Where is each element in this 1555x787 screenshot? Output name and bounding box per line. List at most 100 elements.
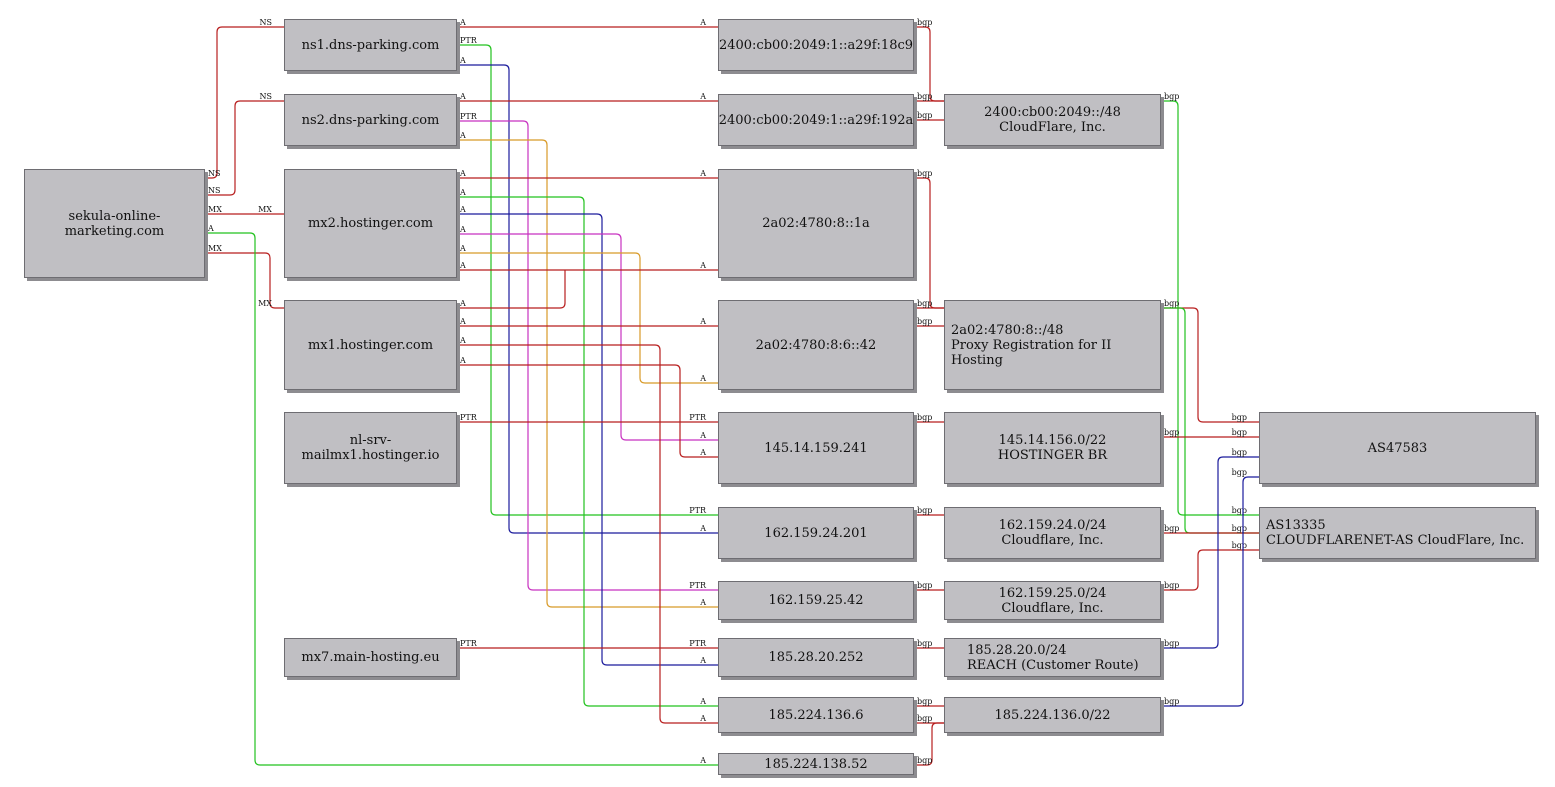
node-label-line: 2400:cb00:2049::/48 <box>984 105 1121 120</box>
edge-label-bgp: bgp <box>1164 428 1179 437</box>
node-label-line: 162.159.24.201 <box>764 525 868 541</box>
edge-line <box>457 233 718 441</box>
edge-label-bgp: bgp <box>1232 428 1247 437</box>
edge-label-ptr: PTR <box>689 639 707 648</box>
edge-label-ptr: PTR <box>460 36 478 45</box>
edge-label-bgp: bgp <box>1232 506 1247 515</box>
node-pfx185b[interactable]: 185.224.136.0/22 <box>944 697 1161 733</box>
edge-label-bgp: bgp <box>917 111 932 120</box>
node-mx1[interactable]: mx1.hostinger.com <box>284 300 457 390</box>
node-mx2[interactable]: mx2.hostinger.com <box>284 169 457 278</box>
edge-label-mx: MX <box>258 299 272 308</box>
edge-label-a: A <box>699 317 706 326</box>
edge-label-ptr: PTR <box>460 639 478 648</box>
edge-label-bgp: bgp <box>1164 697 1179 706</box>
node-ip6c[interactable]: 2a02:4780:8::1a <box>718 169 914 278</box>
edge-label-bgp: bgp <box>917 506 932 515</box>
edge-line <box>457 44 718 516</box>
edge-label-a: A <box>459 205 466 214</box>
edge-line <box>1161 476 1259 707</box>
node-label-line: sekula-online-marketing.com <box>64 208 165 239</box>
node-ip6a[interactable]: 2400:cb00:2049:1::a29f:18c9 <box>718 19 914 71</box>
node-mx7[interactable]: mx7.main-hosting.eu <box>284 638 457 677</box>
edge-label-mx: MX <box>258 205 272 214</box>
node-label-line: 2400:cb00:2049:1::a29f:18c9 <box>718 37 914 53</box>
node-label-line: mx7.main-hosting.eu <box>301 650 440 665</box>
node-label-line: mx2.hostinger.com <box>307 216 434 231</box>
node-ip185a[interactable]: 185.28.20.252 <box>718 638 914 677</box>
edge-line <box>457 64 718 534</box>
edge-label-bgp: bgp <box>1164 524 1179 533</box>
edge-label-a: A <box>699 656 706 665</box>
node-label-line: 185.28.20.252 <box>768 650 864 665</box>
edge-label-a: A <box>459 169 466 178</box>
edge-line <box>1161 549 1259 591</box>
node-label-line: ns2.dns-parking.com <box>301 112 440 128</box>
edge-label-a: A <box>699 524 706 533</box>
node-domain[interactable]: sekula-online-marketing.com <box>24 169 205 278</box>
edge-line <box>205 232 718 766</box>
edge-label-a: A <box>699 431 706 440</box>
node-label-line: Cloudflare, Inc. <box>1001 600 1104 616</box>
edge-label-ptr: PTR <box>689 506 707 515</box>
node-label-line: 2400:cb00:2049:1::a29f:192a <box>718 112 914 128</box>
edge-label-a: A <box>699 92 706 101</box>
edge-label-ns: NS <box>260 92 272 101</box>
edge-line <box>914 177 944 309</box>
edge-line <box>1161 456 1259 649</box>
edge-label-a: A <box>699 169 706 178</box>
edge-line <box>457 120 718 591</box>
node-nlsrv[interactable]: nl-srv-mailmx1.hostinger.io <box>284 412 457 484</box>
edge-label-ns: NS <box>260 18 272 27</box>
node-ns1[interactable]: ns1.dns-parking.com <box>284 19 457 71</box>
edge-label-ns: NS <box>208 186 220 195</box>
node-label-line: mx1.hostinger.com <box>307 337 434 353</box>
edge-label-bgp: bgp <box>917 169 932 178</box>
edge-label-ptr: PTR <box>460 413 478 422</box>
edge-label-bgp: bgp <box>917 714 932 723</box>
edge-label-a: A <box>699 18 706 27</box>
edge-label-ptr: PTR <box>689 581 707 590</box>
edge-label-a: A <box>459 299 466 308</box>
edge-label-a: A <box>699 756 706 765</box>
edge-label-bgp: bgp <box>917 317 932 326</box>
node-label-line: 145.14.159.241 <box>764 440 868 456</box>
edge-line <box>205 252 284 309</box>
node-ip6d[interactable]: 2a02:4780:8:6::42 <box>718 300 914 390</box>
node-label-line: 162.159.25.0/24 <box>998 585 1107 601</box>
edge-label-a: A <box>459 225 466 234</box>
node-label-line: 145.14.156.0/22 <box>998 433 1107 448</box>
node-ip145[interactable]: 145.14.159.241 <box>718 412 914 484</box>
edge-label-bgp: bgp <box>1164 299 1179 308</box>
node-ip185b[interactable]: 185.224.136.6 <box>718 697 914 733</box>
node-ip162b[interactable]: 162.159.25.42 <box>718 581 914 620</box>
edge-label-a: A <box>459 356 466 365</box>
node-ns2[interactable]: ns2.dns-parking.com <box>284 94 457 146</box>
node-ip185c[interactable]: 185.224.138.52 <box>718 753 914 775</box>
edge-label-bgp: bgp <box>1232 541 1247 550</box>
edge-label-a: A <box>699 261 706 270</box>
edge-line <box>205 26 284 179</box>
edge-label-a: A <box>699 448 706 457</box>
edge-label-mx: MX <box>208 244 222 253</box>
node-label-line: 185.224.136.6 <box>768 707 864 723</box>
edge-label-bgp: bgp <box>1164 581 1179 590</box>
node-label-line: 2a02:4780:8::1a <box>762 216 870 231</box>
edge-label-bgp: bgp <box>917 581 932 590</box>
node-ip6b[interactable]: 2400:cb00:2049:1::a29f:192a <box>718 94 914 146</box>
node-as47583[interactable]: AS47583 <box>1259 412 1536 484</box>
node-label-line: Cloudflare, Inc. <box>1001 533 1104 548</box>
node-ip162a[interactable]: 162.159.24.201 <box>718 507 914 559</box>
edge-label-a: A <box>459 317 466 326</box>
edge-line <box>914 722 944 766</box>
edge-label-a: A <box>459 92 466 101</box>
edge-line <box>457 364 718 458</box>
